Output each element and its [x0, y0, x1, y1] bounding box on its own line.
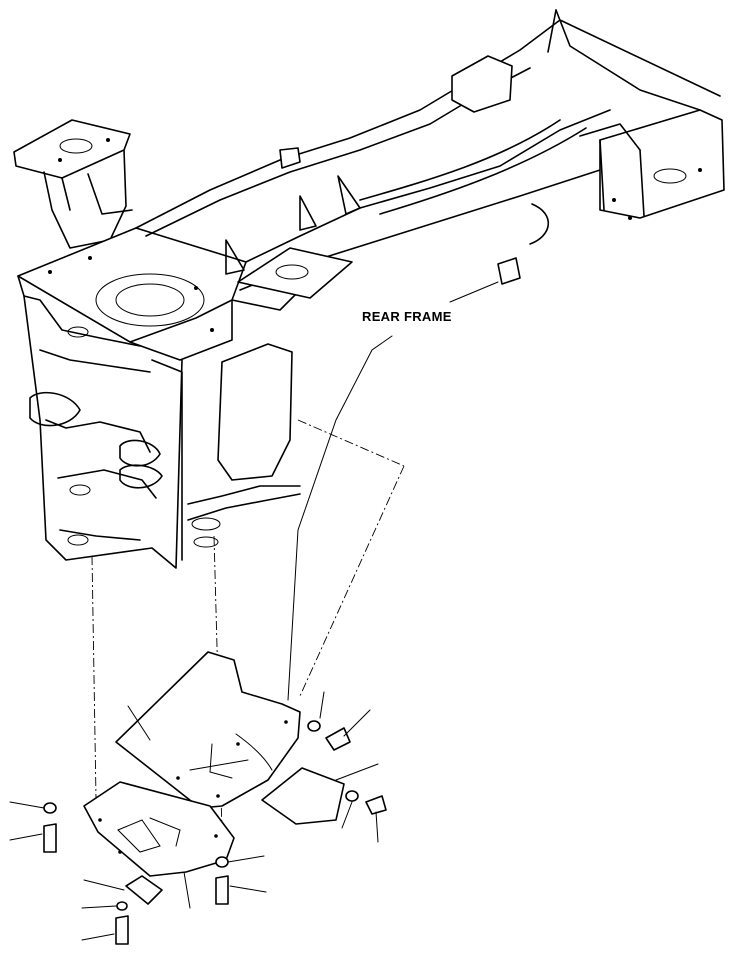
patch-plate [83, 875, 163, 905]
rear-frame [13, 9, 725, 569]
washer-icon [307, 720, 321, 732]
fasteners [9, 691, 387, 945]
rear-frame-label: REAR FRAME [362, 309, 452, 324]
front-cover-plate [115, 651, 301, 809]
rear-frame-callout: REAR FRAME [287, 281, 499, 701]
small-cover-plate [261, 763, 379, 825]
rear-cover-plate [83, 781, 235, 909]
